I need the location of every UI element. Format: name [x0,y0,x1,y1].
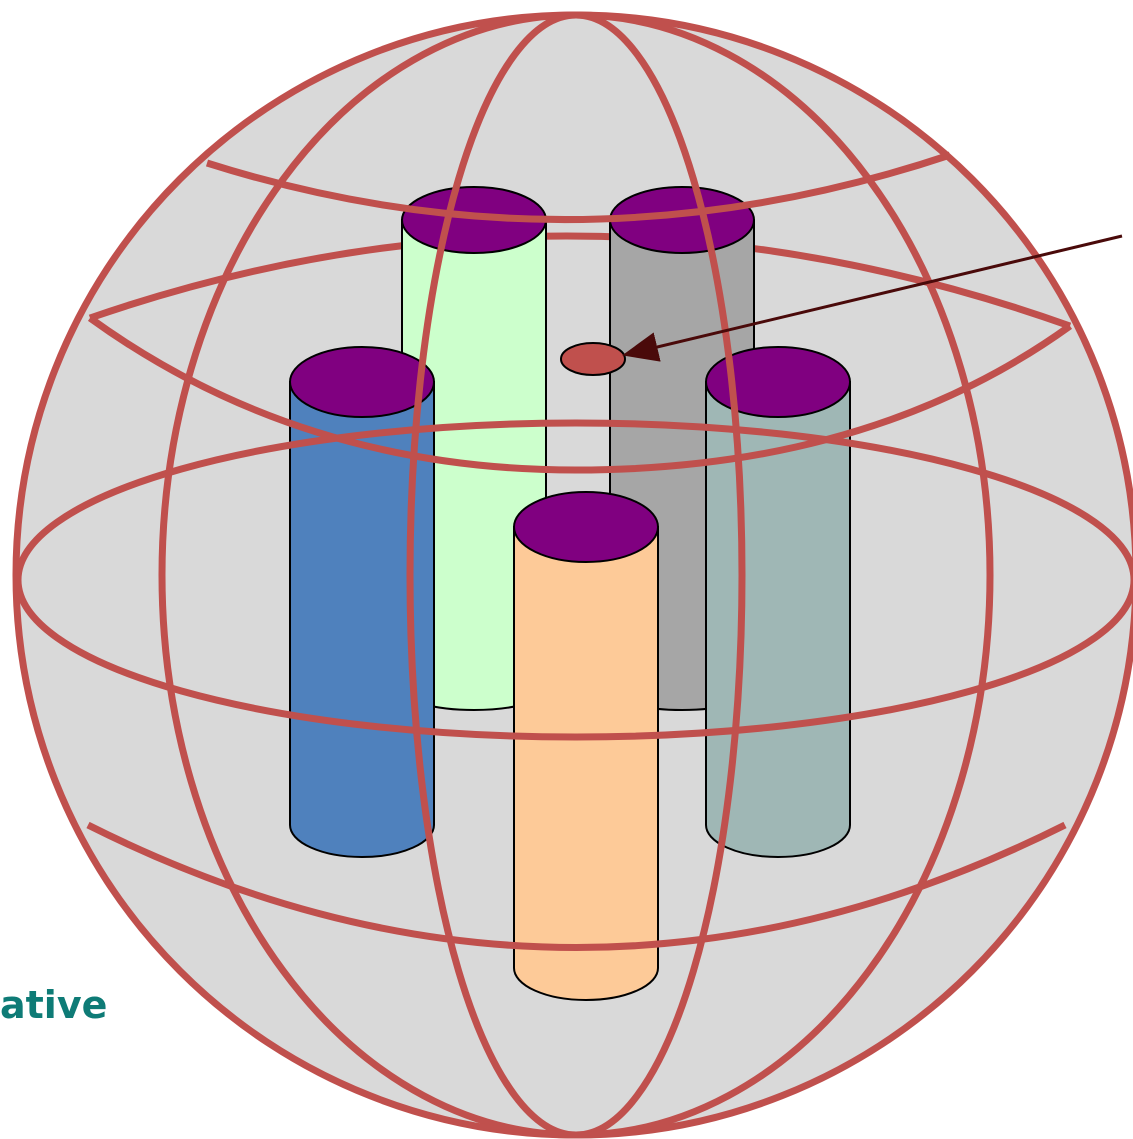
side-label: ative [0,983,107,1027]
cylinder-peach [514,492,658,1000]
target-dot [561,343,625,375]
